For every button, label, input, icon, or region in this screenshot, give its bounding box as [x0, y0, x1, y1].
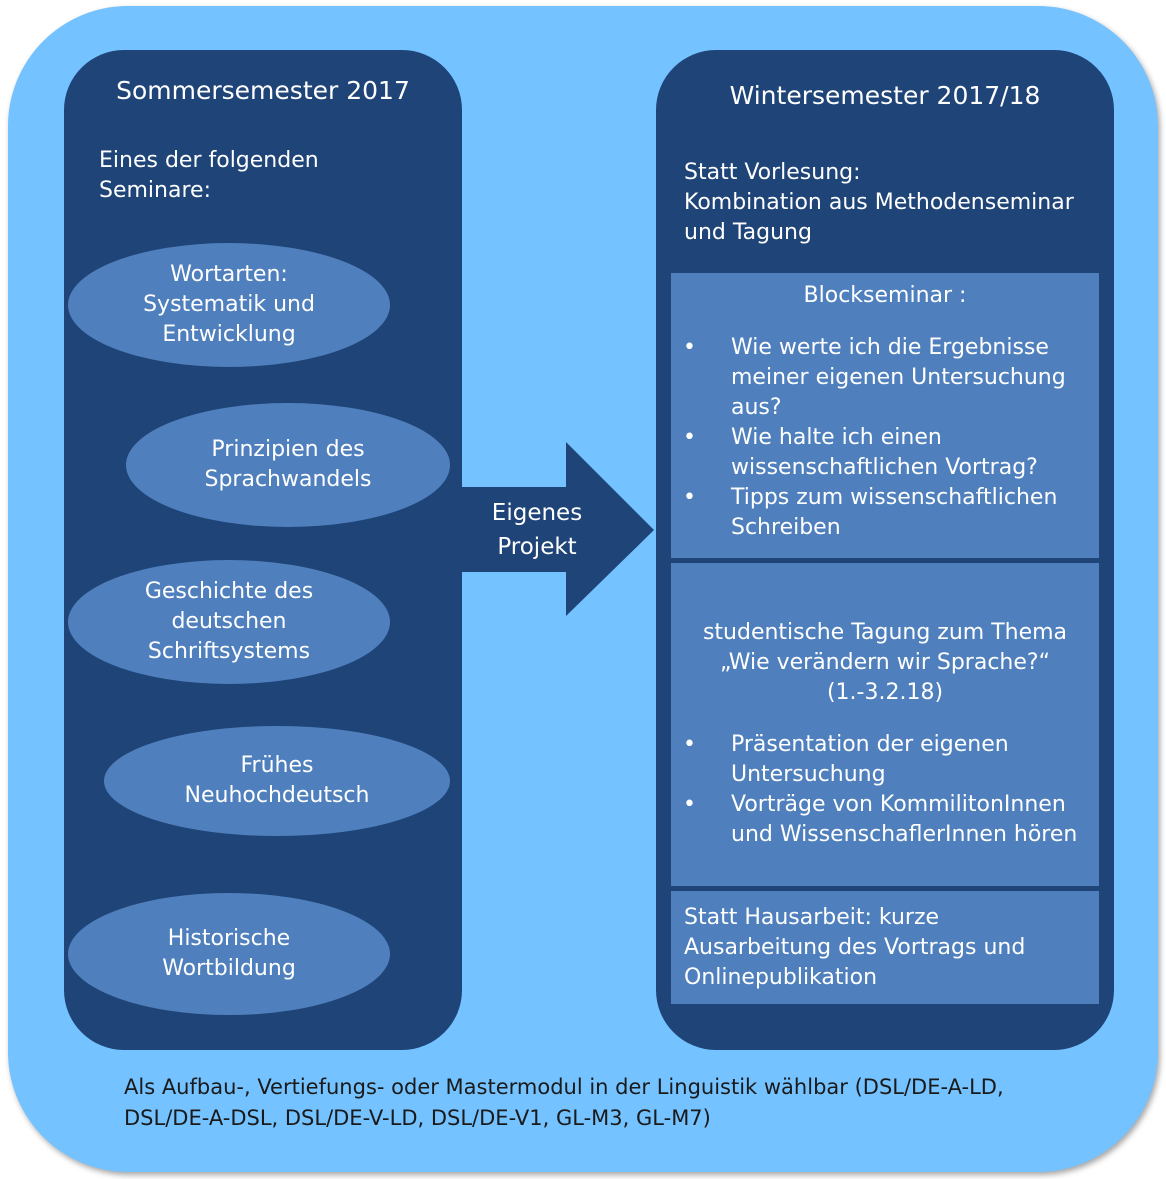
- winter-intro: Statt Vorlesung: Kombination aus Methode…: [684, 160, 1074, 245]
- list-item: Tipps zum wissenschaftlichen Schreiben: [671, 483, 1099, 543]
- seminar-schriftsystem: Geschichte des deutschen Schriftsystems: [68, 560, 390, 684]
- seminar-fruehes-nhd: Frühes Neuhochdeutsch: [104, 726, 450, 836]
- module-footnote: Als Aufbau-, Vertiefungs- oder Mastermod…: [124, 1075, 1004, 1130]
- conference-list: Präsentation der eigenen Untersuchung Vo…: [671, 730, 1099, 850]
- list-item: Wie halte ich einen wissenschaftlichen V…: [671, 423, 1099, 483]
- list-item: Präsentation der eigenen Untersuchung: [671, 730, 1099, 790]
- summer-semester-title: Sommersemester 2017: [116, 76, 410, 105]
- summer-semester-column: [64, 50, 462, 1050]
- summer-intro: Eines der folgenden Seminare:: [99, 148, 319, 203]
- block-seminar-box: Blockseminar : Wie werte ich die Ergebni…: [671, 273, 1099, 558]
- seminar-sprachwandel: Prinzipien des Sprachwandels: [126, 403, 450, 527]
- paper-box: Statt Hausarbeit: kurze Ausarbeitung des…: [671, 891, 1099, 1004]
- seminar-label: Geschichte des deutschen Schriftsystems: [144, 579, 314, 664]
- seminar-label: Prinzipien des Sprachwandels: [204, 437, 372, 492]
- arrow-label: Eigenes Projekt: [491, 500, 583, 560]
- seminar-wortarten: Wortarten: Systematik und Entwicklung: [68, 243, 390, 367]
- conference-box: studentische Tagung zum Thema „Wie verän…: [671, 563, 1099, 886]
- seminar-wortbildung: Historische Wortbildung: [68, 893, 390, 1015]
- list-item: Wie werte ich die Ergebnisse meiner eige…: [671, 333, 1099, 423]
- winter-semester-title: Wintersemester 2017/18: [729, 81, 1041, 110]
- paper-text: Statt Hausarbeit: kurze Ausarbeitung des…: [684, 905, 1026, 990]
- list-item: Vorträge von KommilitonInnen und Wissens…: [671, 790, 1099, 850]
- seminar-label: Frühes Neuhochdeutsch: [184, 753, 370, 808]
- block-seminar-heading: Blockseminar :: [803, 283, 967, 308]
- conference-heading: studentische Tagung zum Thema „Wie verän…: [702, 620, 1068, 705]
- seminar-label: Wortarten: Systematik und Entwicklung: [143, 262, 315, 347]
- seminar-label: Historische Wortbildung: [162, 926, 296, 981]
- arrow-right-icon: [462, 442, 654, 616]
- block-seminar-list: Wie werte ich die Ergebnisse meiner eige…: [671, 333, 1099, 543]
